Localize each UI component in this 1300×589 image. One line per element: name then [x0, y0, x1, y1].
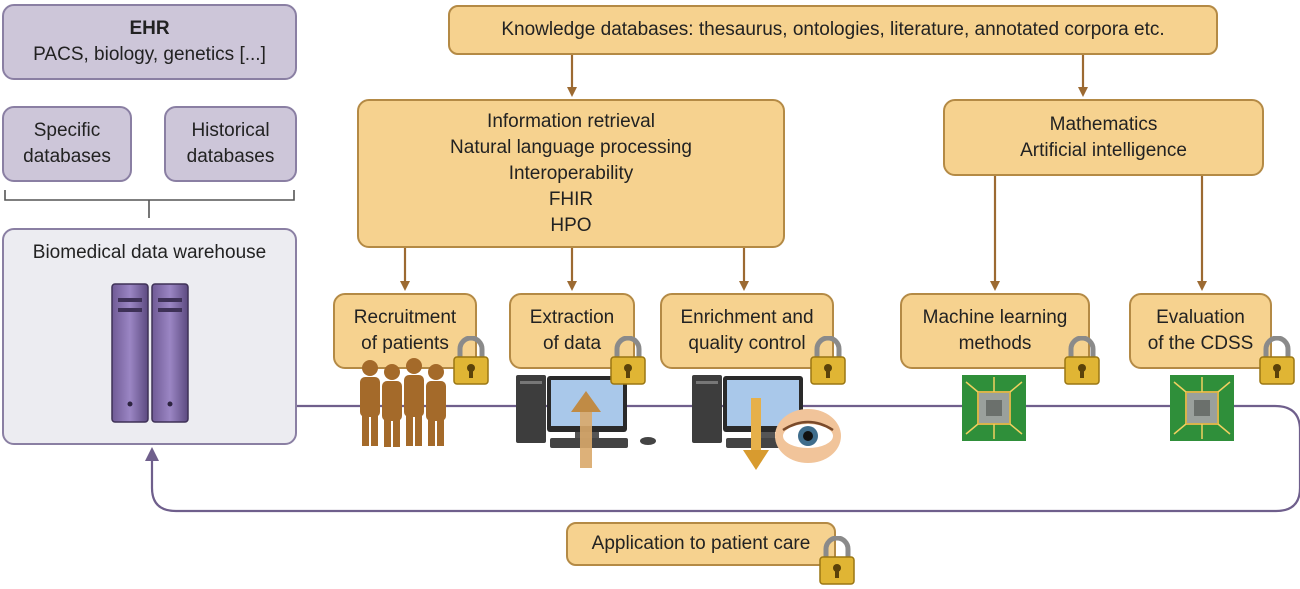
- knowledge-databases-box: Knowledge databases: thesaurus, ontologi…: [448, 5, 1218, 55]
- lock-icon: [1064, 336, 1100, 385]
- math-line-2: Artificial intelligence: [1020, 139, 1187, 161]
- enrichment-line1: Enrichment and: [680, 307, 814, 328]
- evaluation-box: Evaluation of the CDSS: [1129, 293, 1272, 369]
- application-label: Application to patient care: [591, 533, 811, 554]
- specific-line2: databases: [23, 146, 111, 167]
- ml-line1: Machine learning: [922, 307, 1068, 328]
- ehr-title: EHR: [129, 18, 170, 39]
- lock-icon: [819, 536, 855, 585]
- evaluation-line1: Evaluation: [1156, 307, 1245, 328]
- math-methods-box: Mathematics Artificial intelligence: [943, 99, 1264, 176]
- lock-icon: [1259, 336, 1295, 385]
- extraction-line2: of data: [542, 333, 602, 354]
- lock-icon: [810, 336, 846, 385]
- application-box: Application to patient care: [566, 522, 836, 566]
- specific-databases-box: Specific databases: [2, 106, 132, 182]
- warehouse-title: Biomedical data warehouse: [32, 242, 267, 263]
- recruitment-box: Recruitment of patients: [333, 293, 477, 369]
- historical-line2: databases: [186, 146, 275, 167]
- server-icon: [111, 283, 189, 423]
- recruitment-line2: of patients: [361, 333, 449, 354]
- extraction-line1: Extraction: [529, 307, 615, 328]
- ml-line2: methods: [958, 333, 1032, 354]
- bracket: [4, 190, 295, 218]
- info-line-5: HPO: [550, 214, 592, 236]
- info-line-2: Natural language processing: [450, 136, 692, 158]
- evaluation-line2: of the CDSS: [1147, 333, 1254, 354]
- info-line-3: Interoperability: [508, 162, 634, 184]
- enrichment-line2: quality control: [688, 333, 806, 354]
- ehr-box: EHR PACS, biology, genetics [...]: [2, 4, 297, 80]
- enrichment-box: Enrichment and quality control: [660, 293, 834, 369]
- historical-line1: Historical: [191, 120, 270, 141]
- machine-learning-box: Machine learning methods: [900, 293, 1090, 369]
- ehr-subtitle: PACS, biology, genetics [...]: [33, 44, 266, 65]
- lock-icon: [453, 336, 489, 385]
- info-line-1: Information retrieval: [487, 110, 655, 132]
- historical-databases-box: Historical databases: [164, 106, 297, 182]
- info-line-4: FHIR: [548, 188, 594, 210]
- data-warehouse-box: Biomedical data warehouse: [2, 228, 297, 445]
- knowledge-label: Knowledge databases: thesaurus, ontologi…: [501, 19, 1165, 40]
- data-flow-loop: [145, 404, 1300, 513]
- math-line-1: Mathematics: [1049, 113, 1158, 135]
- specific-line1: Specific: [33, 120, 101, 141]
- recruitment-line1: Recruitment: [353, 307, 457, 328]
- information-methods-box: Information retrieval Natural language p…: [357, 99, 785, 248]
- lock-icon: [610, 336, 646, 385]
